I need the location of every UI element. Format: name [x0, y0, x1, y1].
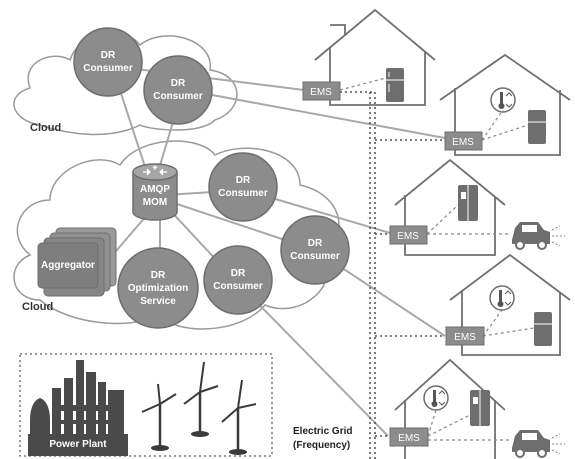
- wind-turbine-icon: [141, 383, 177, 451]
- fridge-icon: [528, 110, 546, 144]
- dr-consumer-5-line1: DR: [231, 268, 246, 279]
- house-icon: [449, 253, 571, 356]
- wind-turbine-icon: [183, 361, 219, 437]
- ems-3-label: EMS: [397, 231, 419, 242]
- optimization-line2: Optimization: [128, 283, 189, 294]
- car-icon: [512, 430, 565, 458]
- dr-consumer-1-line1: DR: [101, 50, 116, 61]
- ems-4-label: EMS: [454, 332, 476, 343]
- house-1: EMS: [302, 8, 436, 106]
- dr-consumer-1-line2: Consumer: [83, 63, 133, 74]
- dr-consumer-3: DR Consumer: [208, 152, 278, 222]
- dr-consumer-2: DR Consumer: [143, 55, 213, 125]
- top-cloud-label: Cloud: [30, 122, 61, 134]
- aggregator-label: Aggregator: [41, 260, 95, 271]
- dr-consumer-5: DR Consumer: [203, 245, 273, 315]
- electric-grid-bus: [340, 91, 445, 459]
- house-3: EMS: [389, 158, 565, 256]
- aggregator: Aggregator: [37, 227, 117, 297]
- router-icon: [143, 165, 167, 176]
- ems-5-label: EMS: [398, 433, 420, 444]
- dr-consumer-4-line1: DR: [308, 238, 323, 249]
- power-plant-label: Power Plant: [49, 439, 107, 450]
- dr-consumer-3-line1: DR: [236, 175, 251, 186]
- optimization-line1: DR: [151, 270, 166, 281]
- dr-consumer-5-line2: Consumer: [213, 281, 263, 292]
- thermostat-icon: [489, 285, 515, 311]
- power-plant-icon: [28, 360, 128, 456]
- dr-consumer-2-line1: DR: [171, 78, 186, 89]
- thermostat-icon: [423, 385, 449, 411]
- mom-line1: AMQP: [140, 184, 170, 195]
- house-5: EMS: [389, 358, 565, 459]
- wind-turbine-icon: [221, 379, 257, 455]
- dr-consumer-2-line2: Consumer: [153, 91, 203, 102]
- mom-line2: MOM: [143, 197, 167, 208]
- house-4: EMS: [445, 253, 571, 356]
- dr-consumer-1: DR Consumer: [73, 27, 143, 97]
- grid-label-line2: (Frequency): [293, 440, 350, 451]
- dr-optimization-service: DR Optimization Service: [117, 247, 199, 329]
- fridge-icon: [386, 68, 404, 102]
- car-icon: [512, 222, 565, 250]
- amqp-mom-router: AMQP MOM: [132, 163, 178, 221]
- optimization-line3: Service: [140, 296, 176, 307]
- generation-box: Power Plant: [19, 353, 273, 457]
- ems-1-label: EMS: [310, 87, 332, 98]
- fridge-icon: [470, 390, 490, 426]
- grid-label-line1: Electric Grid: [293, 426, 352, 437]
- house-2: EMS: [439, 53, 571, 156]
- house-icon: [439, 53, 571, 156]
- dr-consumer-4: DR Consumer: [280, 215, 350, 285]
- fridge-icon: [458, 185, 478, 221]
- ems-2-label: EMS: [452, 137, 474, 148]
- dr-consumer-4-line2: Consumer: [290, 251, 340, 262]
- thermostat-icon: [490, 87, 516, 113]
- fridge-icon: [534, 312, 552, 346]
- house-icon: [314, 8, 436, 106]
- bottom-cloud-label: Cloud: [22, 301, 53, 313]
- dr-consumer-3-line2: Consumer: [218, 188, 268, 199]
- house-icon: [394, 158, 506, 256]
